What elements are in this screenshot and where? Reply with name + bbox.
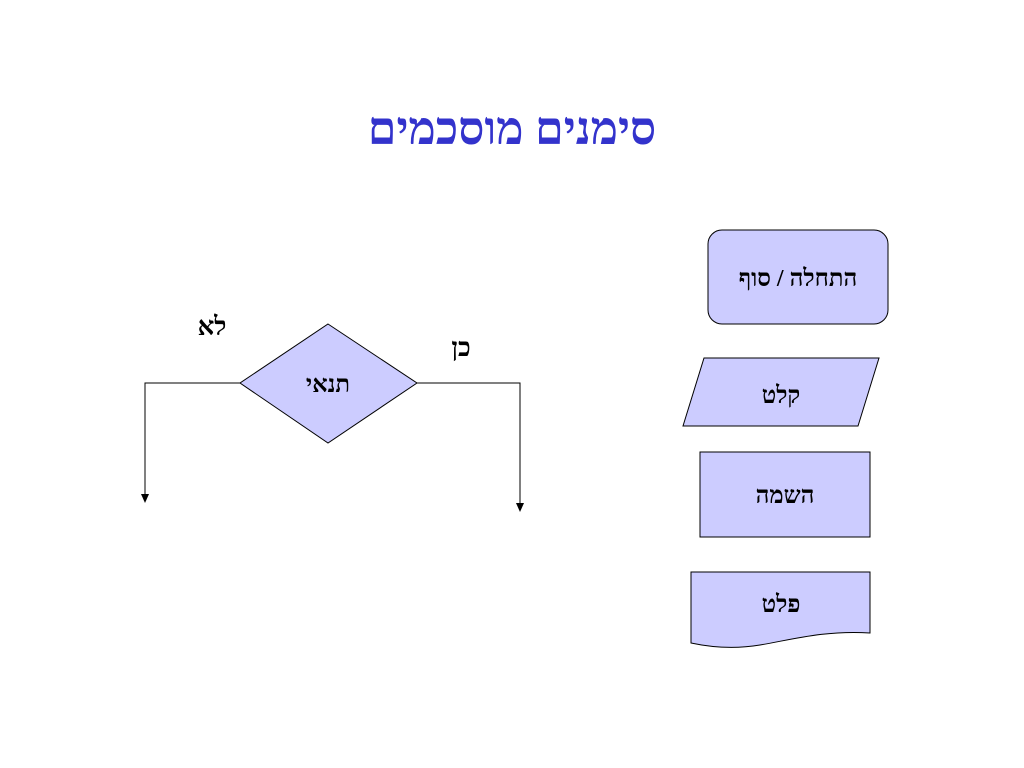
decision-symbol: תנאי <box>239 323 418 444</box>
input-symbol: קלט <box>682 357 880 427</box>
yes-branch-line <box>417 382 521 503</box>
terminal-shape <box>707 229 889 325</box>
assignment-shape <box>699 451 871 538</box>
input-shape <box>682 357 880 427</box>
terminal-symbol: התחלה / סוף <box>707 229 889 325</box>
yes-branch-arrowhead <box>516 503 524 512</box>
input-label: קלט <box>762 383 801 409</box>
yes-branch-label: כן <box>451 333 470 362</box>
output-symbol: פלט <box>690 571 871 648</box>
decision-branches <box>141 382 524 512</box>
assignment-label: השמה <box>756 483 815 509</box>
assignment-symbol: השמה <box>699 451 871 538</box>
output-label: פלט <box>762 592 801 618</box>
no-branch-arrowhead <box>141 494 149 503</box>
decision-label: תנאי <box>306 372 350 398</box>
no-branch-label: לא <box>198 312 227 341</box>
output-shape <box>690 571 871 648</box>
slide-title: סימנים מוסכמים <box>367 103 657 154</box>
decision-shape <box>239 323 418 444</box>
no-branch-line <box>144 382 240 494</box>
terminal-label: התחלה / סוף <box>739 266 858 292</box>
